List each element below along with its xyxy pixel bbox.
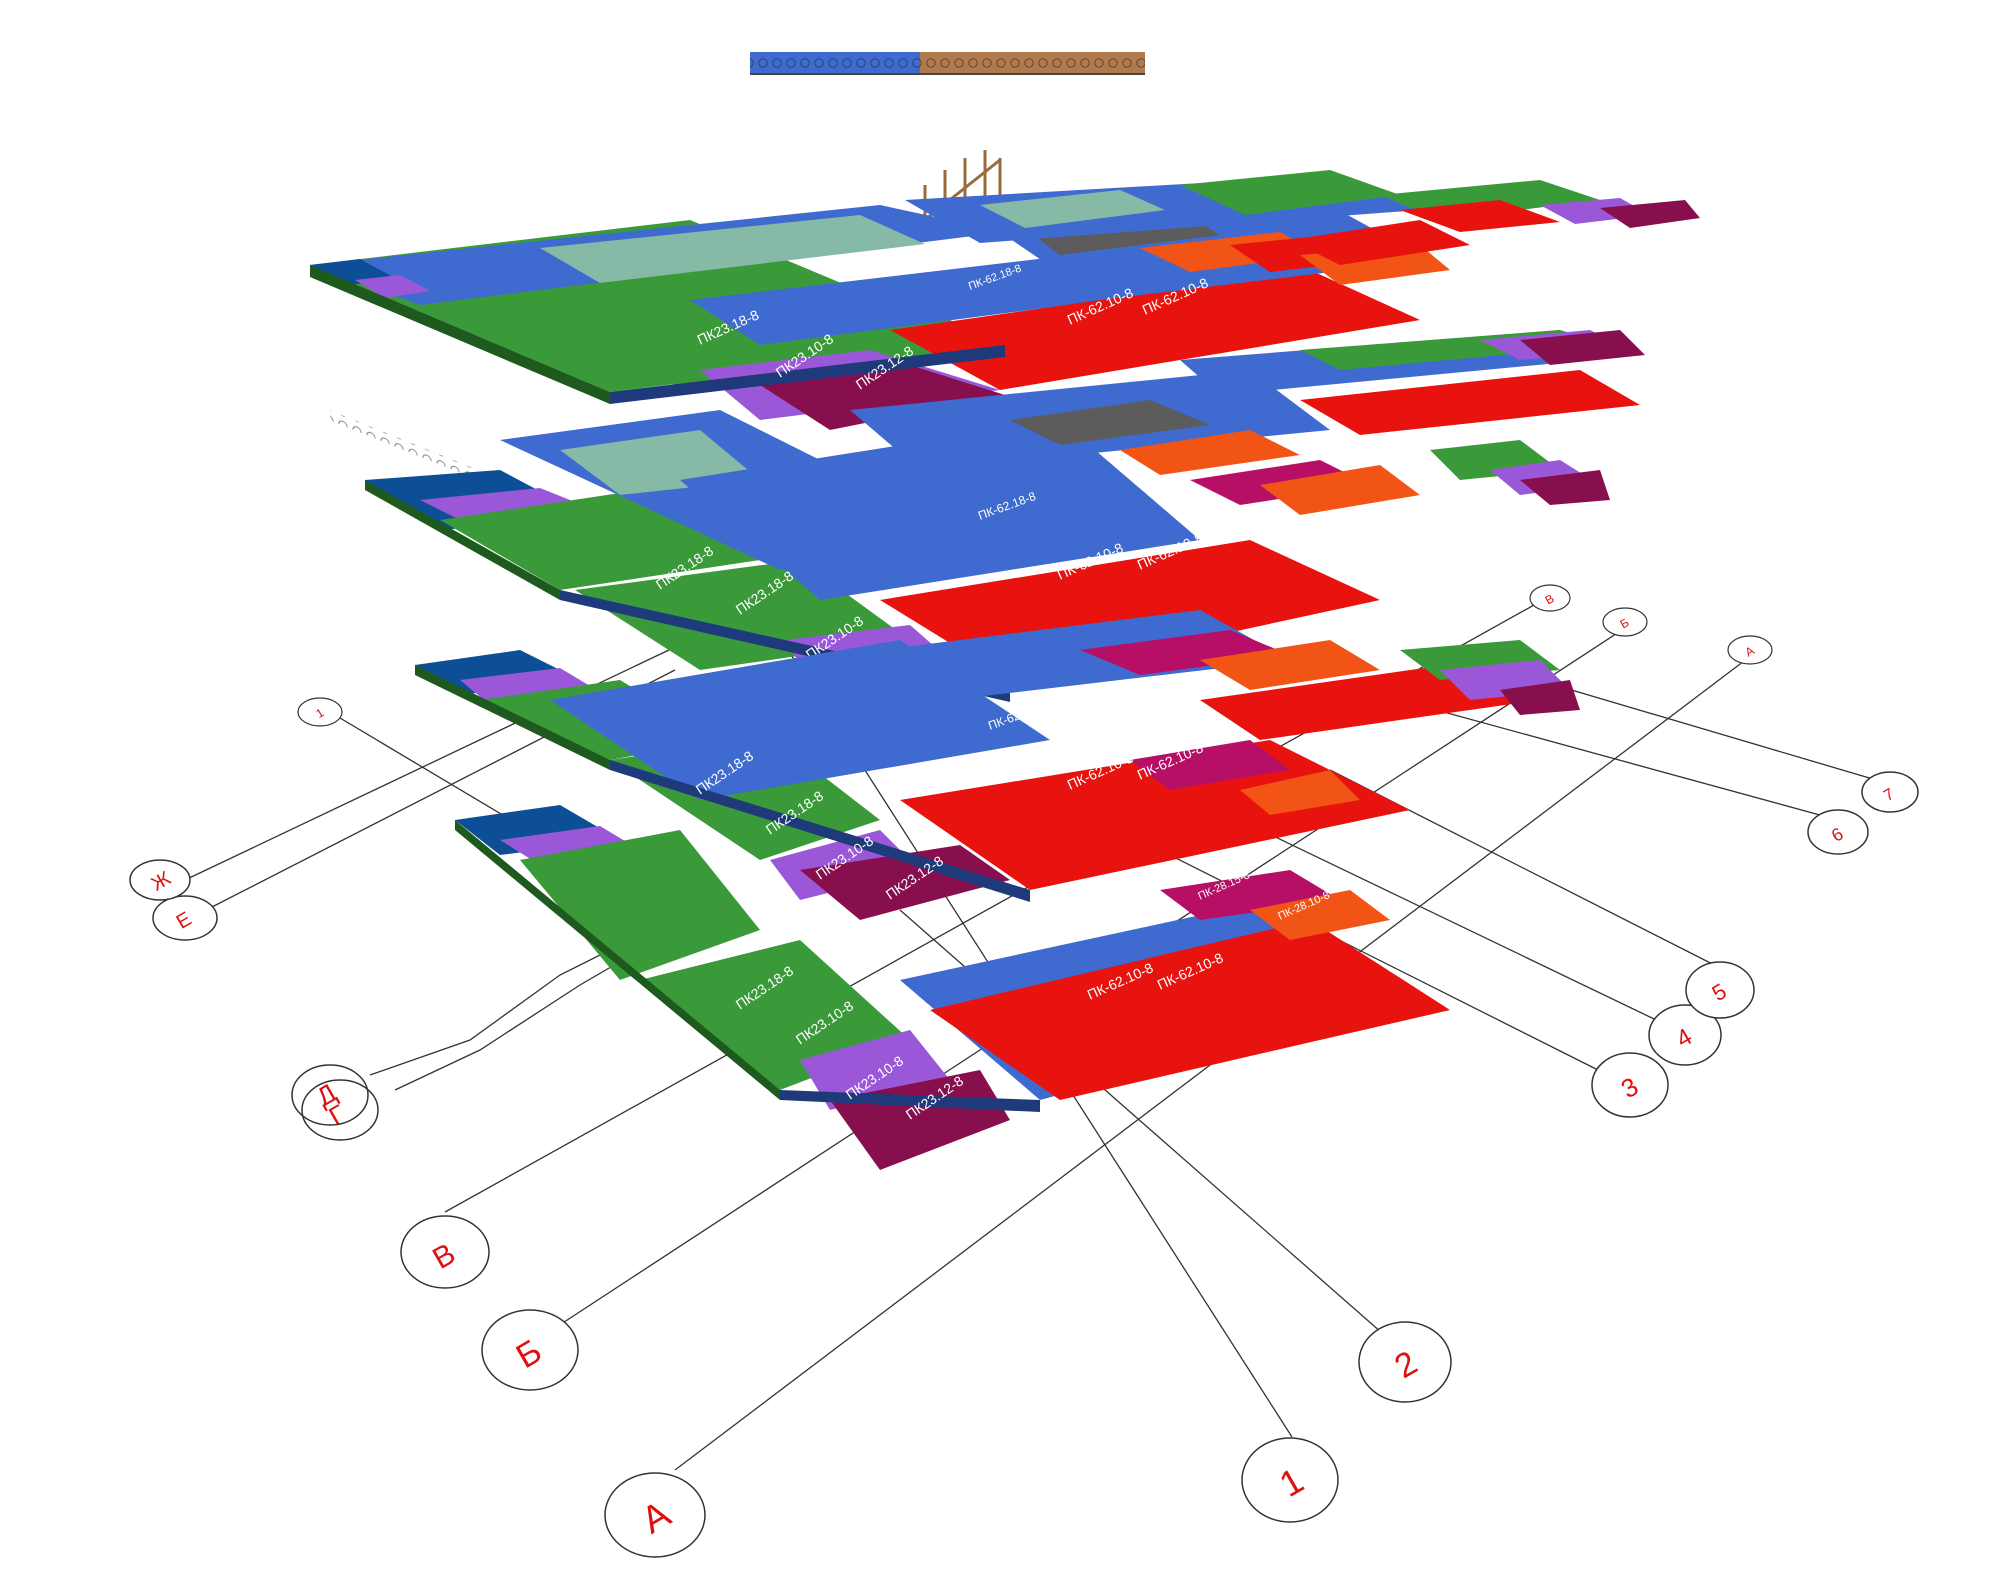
floor-slab-level-2: ПК23.18-8 ПК23.18-8 ПК23.10-8 ПК23.12-8 … <box>415 610 1580 920</box>
floor-slab-level-4: ПК23.10-8 ПК23.12-8 ПК-62.10-8 ПК-62.10-… <box>310 170 1700 534</box>
axis-bubble-Б-large: Б <box>481 1309 579 1391</box>
axis-bubble-4: 4 <box>1648 1004 1722 1066</box>
axis-bubble-В-small: В <box>1529 584 1571 612</box>
axis-bubble-5: 5 <box>1685 961 1755 1019</box>
axis-bubble-6: 6 <box>1807 809 1869 855</box>
axis-bubble-А-small: А <box>1727 635 1773 665</box>
axis-bubble-Б-small: Б <box>1602 607 1648 637</box>
axis-bubble-Ж: Ж <box>129 859 191 901</box>
axis-bubble-1-small: 1 <box>297 697 343 727</box>
top-slab-piece <box>750 52 1145 75</box>
floor-slab-level-1: ПК23.18-8 ПК23.10-8 ПК23.10-8 ПК23.12-8 … <box>455 805 1450 1170</box>
axis-bubble-3: 3 <box>1591 1052 1669 1118</box>
axis-bubbles: А Б В Г Д Е Ж 1 <box>129 584 1919 1558</box>
floor-slab-level-3: ПК23.18-8 ПК23.18-8 ПК23.10-8 ПК23.12-8 … <box>365 330 1645 720</box>
axis-bubble-1-large: 1 <box>1241 1437 1339 1523</box>
axis-bubble-2: 2 <box>1358 1321 1452 1403</box>
axis-bubble-7: 7 <box>1861 771 1919 813</box>
axis-bubble-А-large: А <box>604 1472 706 1558</box>
axis-bubble-В-large: В <box>400 1215 490 1289</box>
axis-bubble-Е: Е <box>152 895 218 941</box>
axis-bubble-Г: Г <box>301 1079 379 1141</box>
